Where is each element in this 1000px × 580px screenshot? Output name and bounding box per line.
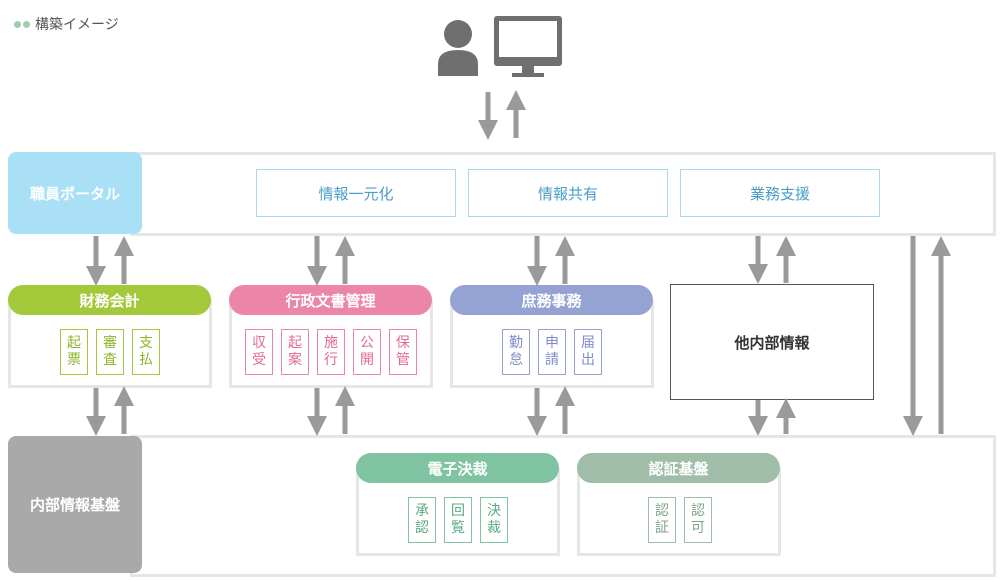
internal-infra-box: 内部情報基盤 — [8, 436, 142, 573]
finance-label: 財務会計 — [79, 291, 140, 310]
diagram-title: 構築イメージ — [14, 14, 119, 34]
portal-item-work-support: 業務支援 — [680, 169, 880, 217]
chip-kihyo: 起票 — [60, 329, 88, 375]
chip-ninka: 認可 — [684, 497, 712, 543]
chip-kintai: 勤怠 — [502, 329, 530, 375]
internal-infra-label: 内部情報基盤 — [29, 496, 120, 514]
other-internal-info-label: 他内部情報 — [734, 333, 810, 352]
title-bullet-icon — [14, 20, 30, 28]
infra-frame — [130, 435, 996, 577]
chip-shinsei: 申請 — [538, 329, 566, 375]
staff-portal-label: 職員ポータル — [29, 184, 120, 203]
document-management-pill: 行政文書管理 — [229, 285, 432, 315]
portal-item-label: 情報一元化 — [318, 184, 394, 203]
chip-shuju: 収受 — [245, 329, 273, 375]
portal-item-info-sharing: 情報共有 — [468, 169, 668, 217]
diagram-title-text: 構築イメージ — [35, 17, 119, 33]
general-affairs-label: 庶務事務 — [521, 291, 582, 310]
person-icon — [438, 20, 478, 76]
chip-shinsa: 審査 — [96, 329, 124, 375]
auth-label: 認証基盤 — [648, 459, 709, 478]
user-terminal-illustration — [438, 16, 562, 77]
document-management-label: 行政文書管理 — [285, 291, 376, 310]
monitor-icon — [494, 16, 562, 77]
general-affairs-pill: 庶務事務 — [450, 285, 653, 315]
portal-item-label: 業務支援 — [749, 184, 810, 203]
chip-todokede: 届出 — [574, 329, 602, 375]
other-internal-info-box: 他内部情報 — [670, 284, 874, 400]
chip-kessai: 決裁 — [480, 497, 508, 543]
chip-kairan: 回覧 — [444, 497, 472, 543]
chip-kian: 起案 — [281, 329, 309, 375]
chip-ninsho: 認証 — [648, 497, 676, 543]
chip-shiharai: 支払 — [132, 329, 160, 375]
chip-kokai: 公開 — [353, 329, 381, 375]
portal-item-label: 情報共有 — [537, 184, 598, 203]
e-approval-label: 電子決裁 — [427, 459, 488, 478]
auth-pill: 認証基盤 — [577, 453, 780, 483]
chip-hokan: 保管 — [389, 329, 417, 375]
portal-item-info-unification: 情報一元化 — [256, 169, 456, 217]
finance-pill: 財務会計 — [8, 285, 211, 315]
chip-shiko: 施行 — [317, 329, 345, 375]
chip-shonin: 承認 — [408, 497, 436, 543]
staff-portal-box: 職員ポータル — [8, 152, 142, 234]
e-approval-pill: 電子決裁 — [356, 453, 559, 483]
